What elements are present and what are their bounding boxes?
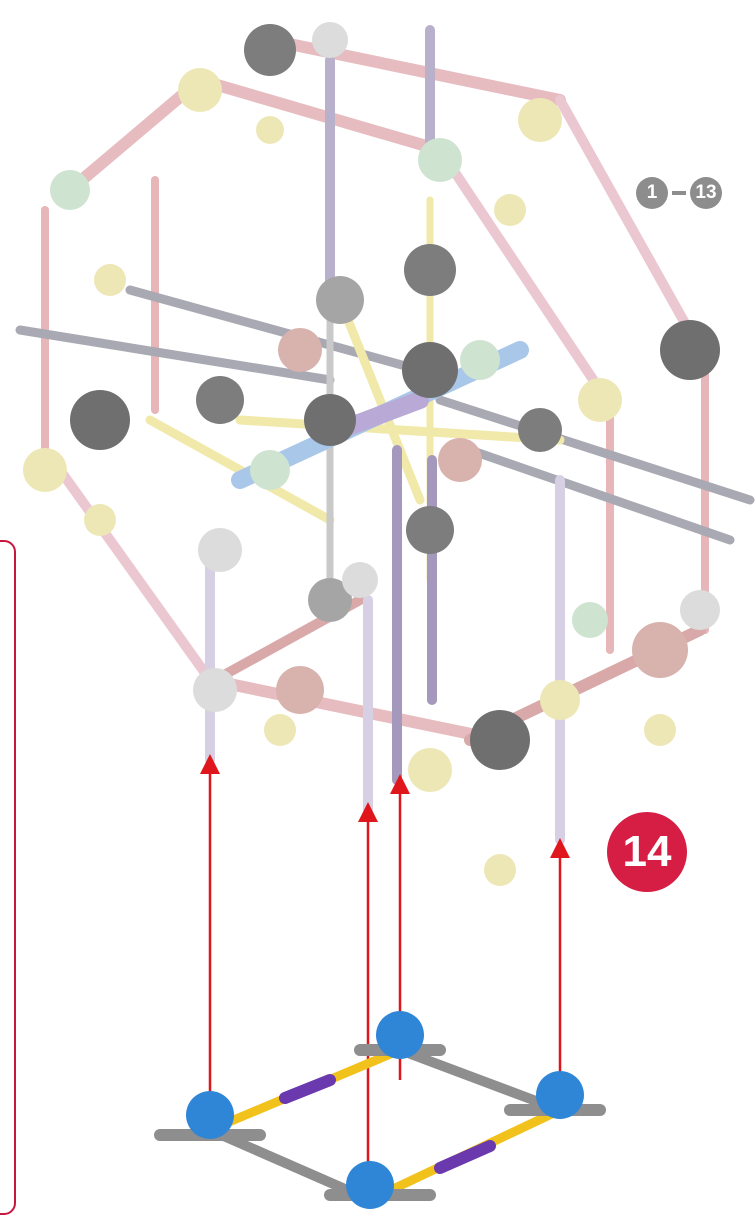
completed-steps-badge: 1 13 (636, 176, 722, 210)
range-dash (672, 191, 686, 195)
step-number-badge: 14 (607, 812, 687, 892)
range-start-number: 1 (636, 177, 668, 209)
upper-assembly (20, 30, 750, 840)
range-end-number: 13 (690, 177, 722, 209)
